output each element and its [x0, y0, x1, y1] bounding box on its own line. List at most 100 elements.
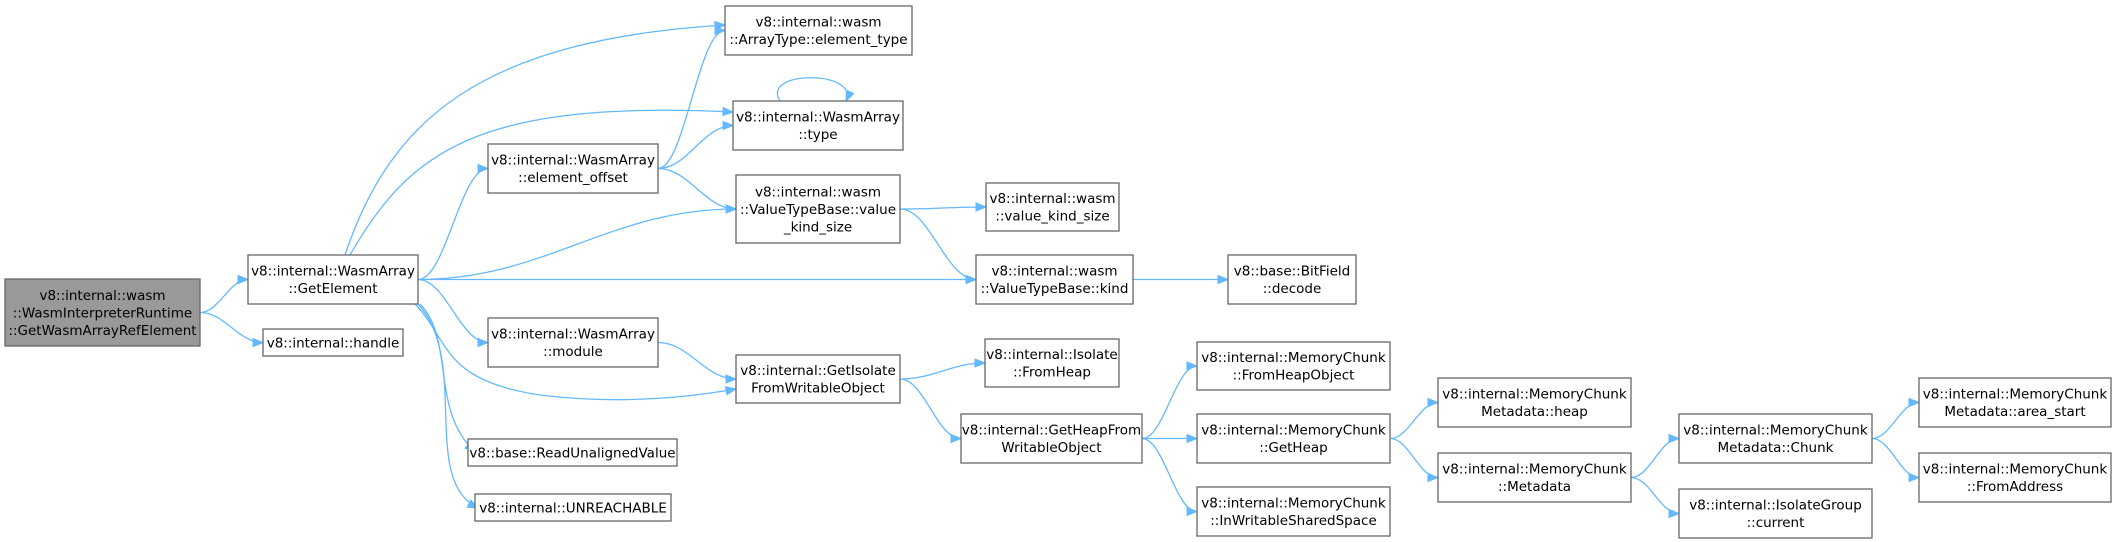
node-elemtype[interactable]: v8::internal::wasm::ArrayType::element_t…: [724, 5, 913, 56]
node-box: [467, 438, 678, 467]
edge-arrowhead: [1668, 433, 1681, 444]
node-box: [1918, 452, 2112, 503]
node-label-line: v8::internal::handle: [267, 335, 400, 351]
edge-arrowhead: [714, 25, 727, 36]
edge-arrowhead: [477, 163, 490, 174]
node-label-line: ::GetHeap: [1259, 440, 1327, 456]
node-label-line: ::decode: [1263, 281, 1322, 297]
call-edge: [1630, 433, 1681, 479]
node-mc_fromheapobject[interactable]: v8::internal::MemoryChunk::FromHeapObjec…: [1196, 341, 1391, 391]
call-edge: [1132, 274, 1230, 285]
edge-arrowhead: [1186, 361, 1199, 371]
node-handle[interactable]: v8::internal::handle: [262, 328, 404, 357]
call-edge: [199, 274, 250, 314]
node-label-line: Metadata::Chunk: [1718, 440, 1834, 456]
node-kind[interactable]: v8::internal::wasm::ValueTypeBase::kind: [975, 254, 1134, 305]
node-elemoffset[interactable]: v8::internal::WasmArray::element_offset: [487, 143, 659, 194]
node-box: [960, 413, 1143, 464]
node-mc_fromaddress[interactable]: v8::internal::MemoryChunk::FromAddress: [1918, 452, 2112, 503]
call-edge: [1871, 437, 1921, 483]
node-root[interactable]: v8::internal::wasm::WasmInterpreterRunti…: [4, 278, 201, 347]
node-getisolate[interactable]: v8::internal::GetIsolateFromWritableObje…: [735, 354, 901, 404]
node-box: [1678, 413, 1873, 464]
call-edge: [776, 77, 855, 103]
node-box: [262, 328, 404, 357]
call-edge: [1389, 437, 1440, 483]
call-edge: [657, 167, 738, 214]
node-label-line: v8::internal::wasm: [755, 184, 881, 200]
call-edge: [414, 303, 738, 401]
node-label-line: v8::internal::IsolateGroup: [1689, 498, 1862, 514]
node-box: [975, 254, 1134, 305]
node-label-line: ::FromHeap: [1013, 365, 1091, 381]
node-label-line: v8::internal::wasm: [991, 264, 1117, 280]
node-decode[interactable]: v8::base::BitField::decode: [1227, 254, 1357, 305]
node-box: [1196, 486, 1391, 537]
call-edge: [417, 278, 490, 348]
node-mc_getheap[interactable]: v8::internal::MemoryChunk::GetHeap: [1196, 413, 1391, 464]
edge-arrowhead: [724, 386, 738, 396]
call-edge: [419, 303, 476, 453]
edge-arrowhead: [725, 374, 738, 384]
call-edge: [199, 311, 265, 348]
node-label-line: ::ValueTypeBase::value: [740, 202, 896, 218]
node-label-line: v8::internal::MemoryChunk: [1201, 350, 1386, 366]
node-box: [984, 338, 1120, 388]
node-box: [724, 5, 913, 56]
node-label-line: v8::internal::MemoryChunk: [1923, 387, 2108, 403]
node-box: [735, 174, 901, 244]
node-value_kind_size[interactable]: v8::internal::wasm::value_kind_size: [985, 182, 1120, 232]
node-mc_inwritable[interactable]: v8::internal::MemoryChunk::InWritableSha…: [1196, 486, 1391, 537]
node-mc_metadata[interactable]: v8::internal::MemoryChunk::Metadata: [1437, 452, 1632, 503]
node-label-line: ::value_kind_size: [995, 209, 1109, 225]
node-label-line: _kind_size: [783, 219, 852, 235]
call-edge: [1141, 361, 1199, 440]
node-box: [732, 100, 904, 151]
node-label-line: v8::internal::WasmArray: [491, 327, 655, 343]
node-vkindsize[interactable]: v8::internal::wasm::ValueTypeBase::value…: [735, 174, 901, 244]
node-label-line: ::GetWasmArrayRefElement: [8, 323, 196, 339]
node-label-line: v8::internal::Isolate: [986, 347, 1117, 363]
node-label-line: ::InWritableSharedSpace: [1210, 513, 1377, 529]
call-edge: [899, 378, 963, 444]
node-getelement[interactable]: v8::internal::WasmArray::GetElement: [247, 254, 419, 305]
node-fromheap[interactable]: v8::internal::Isolate::FromHeap: [984, 338, 1120, 388]
call-edge: [1141, 437, 1199, 517]
edge-arrowhead: [722, 106, 735, 117]
node-wtype[interactable]: v8::internal::WasmArray::type: [732, 100, 904, 151]
edge-arrowhead: [1217, 274, 1230, 285]
node-module[interactable]: v8::internal::WasmArray::module: [487, 317, 659, 368]
node-label-line: v8::internal::WasmArray: [736, 110, 900, 126]
node-box: [487, 317, 659, 368]
node-label-line: v8::internal::UNREACHABLE: [479, 500, 667, 516]
node-label-line: v8::internal::MemoryChunk: [1442, 462, 1627, 478]
edge-arrowhead: [975, 202, 988, 212]
node-label-line: Metadata::heap: [1481, 404, 1588, 420]
node-box: [1437, 377, 1632, 428]
edge-layer: [199, 20, 1921, 519]
call-edge: [657, 25, 727, 170]
node-box: [1437, 452, 1632, 503]
edge-arrowhead: [965, 274, 978, 285]
edge-arrowhead: [237, 274, 250, 285]
edge-arrowhead: [974, 358, 987, 368]
call-edge: [1389, 397, 1440, 440]
call-edge: [899, 208, 978, 285]
node-label-line: ::GetElement: [288, 281, 377, 297]
call-edge: [899, 202, 988, 212]
node-label-line: v8::internal::WasmArray: [251, 264, 415, 280]
node-label-line: Metadata::area_start: [1944, 404, 2085, 420]
node-label-line: ::Metadata: [1498, 479, 1571, 495]
node-box: [4, 278, 201, 347]
node-label-line: ::WasmInterpreterRuntime: [13, 305, 192, 321]
node-box: [487, 143, 659, 194]
node-mcm_areastart[interactable]: v8::internal::MemoryChunkMetadata::area_…: [1918, 377, 2112, 428]
node-unreachable[interactable]: v8::internal::UNREACHABLE: [474, 493, 672, 522]
node-ig_current[interactable]: v8::internal::IsolateGroup::current: [1678, 488, 1873, 539]
call-edge: [1871, 397, 1921, 440]
node-readunaligned[interactable]: v8::base::ReadUnalignedValue: [467, 438, 678, 467]
call-edge: [417, 303, 480, 509]
